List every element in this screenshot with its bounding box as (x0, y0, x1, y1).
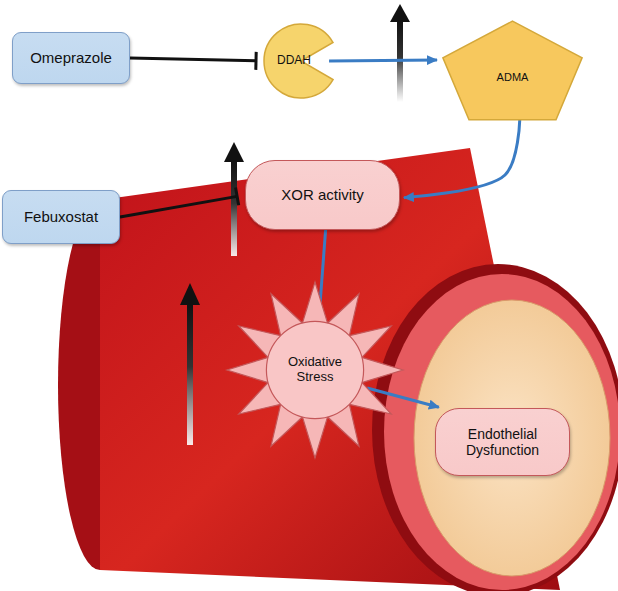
molecule-pentagon: ADMA (440, 18, 585, 123)
connector (120, 196, 237, 217)
connector (404, 120, 520, 198)
node-label: Oxidative Stress (274, 355, 356, 385)
drug-box: Omeprazole (12, 32, 130, 84)
node-label: XOR activity (281, 186, 364, 203)
node-label: DDAH (277, 54, 311, 68)
molecule-pentagon-outline (440, 18, 585, 123)
drug-box: Febuxostat (2, 190, 120, 244)
node-label: Febuxostat (24, 208, 98, 225)
vessel-body (58, 148, 618, 591)
node-label: ADMA (497, 71, 529, 84)
process-pill: XOR activity (245, 160, 400, 230)
node-label: Omeprazole (30, 49, 112, 66)
node-label: Endothelial Dysfunction (448, 426, 558, 458)
connector (130, 58, 256, 61)
stress-starburst: Oxidative Stress (225, 280, 405, 460)
outcome-box: Endothelial Dysfunction (435, 408, 570, 476)
enzyme-circle: DDAH (262, 22, 340, 100)
connector (329, 59, 437, 63)
